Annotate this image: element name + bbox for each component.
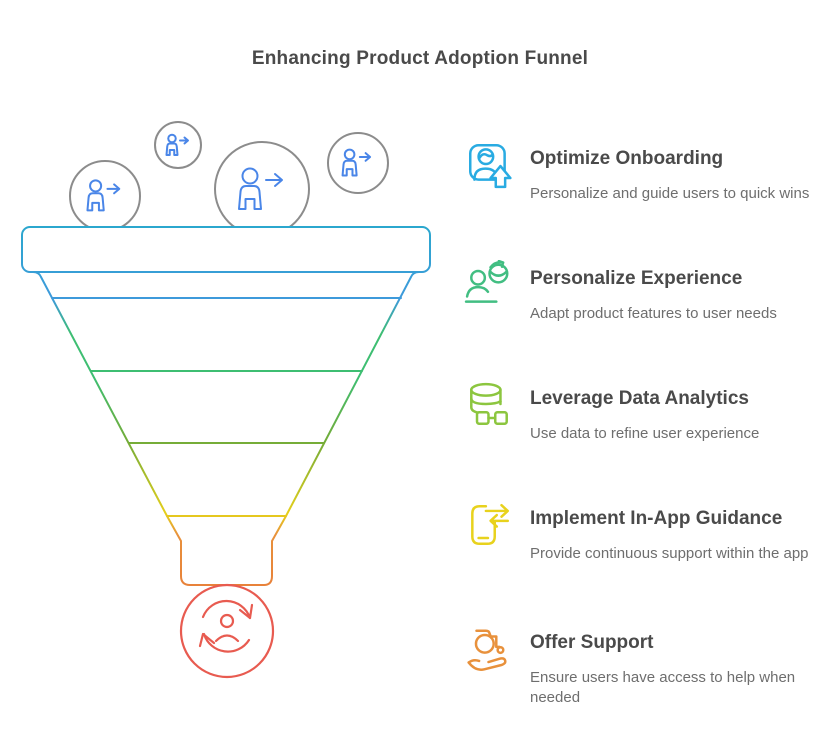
step-description: Provide continuous support within the ap… <box>530 545 809 562</box>
step-offer-support: Offer Support Ensure users have access t… <box>464 622 816 708</box>
user-globe-sync-icon <box>464 260 514 310</box>
step-optimize-onboarding: Optimize Onboarding Personalize and guid… <box>464 138 816 204</box>
step-title: Offer Support <box>530 632 654 653</box>
step-title: Implement In-App Guidance <box>530 508 783 529</box>
step-leverage-data-analytics: Leverage Data Analytics Use data to refi… <box>464 378 816 444</box>
step-description: Ensure users have access to help when ne… <box>530 669 796 706</box>
step-description: Adapt product features to user needs <box>530 305 777 322</box>
incoming-user-circle-4 <box>327 132 389 194</box>
database-link-icon <box>464 380 514 430</box>
step-implement-in-app-guidance: Implement In-App Guidance Provide contin… <box>464 498 816 564</box>
user-arrow-icon <box>238 167 283 210</box>
hand-wheelchair-icon <box>464 624 514 674</box>
incoming-user-circle-3 <box>214 141 310 237</box>
step-description: Personalize and guide users to quick win… <box>530 185 810 202</box>
page-title: Enhancing Product Adoption Funnel <box>251 48 589 69</box>
step-personalize-experience: Personalize Experience Adapt product fea… <box>464 258 816 324</box>
user-refresh-icon <box>198 599 254 653</box>
incoming-user-circle-1 <box>69 160 141 232</box>
retention-circle <box>179 583 275 679</box>
funnel-top-band <box>21 226 431 273</box>
step-title: Personalize Experience <box>530 268 743 289</box>
adoption-funnel-graphic <box>21 121 431 679</box>
funnel-cone <box>32 271 420 586</box>
step-title: Leverage Data Analytics <box>530 388 749 409</box>
user-card-upload-icon <box>464 140 514 190</box>
step-title: Optimize Onboarding <box>530 148 724 169</box>
phone-transfer-arrows-icon <box>464 500 514 550</box>
user-arrow-icon <box>86 179 121 212</box>
incoming-user-circle-2 <box>154 121 202 169</box>
user-arrow-icon <box>166 134 189 156</box>
user-arrow-icon <box>341 148 371 177</box>
step-description: Use data to refine user experience <box>530 425 760 442</box>
